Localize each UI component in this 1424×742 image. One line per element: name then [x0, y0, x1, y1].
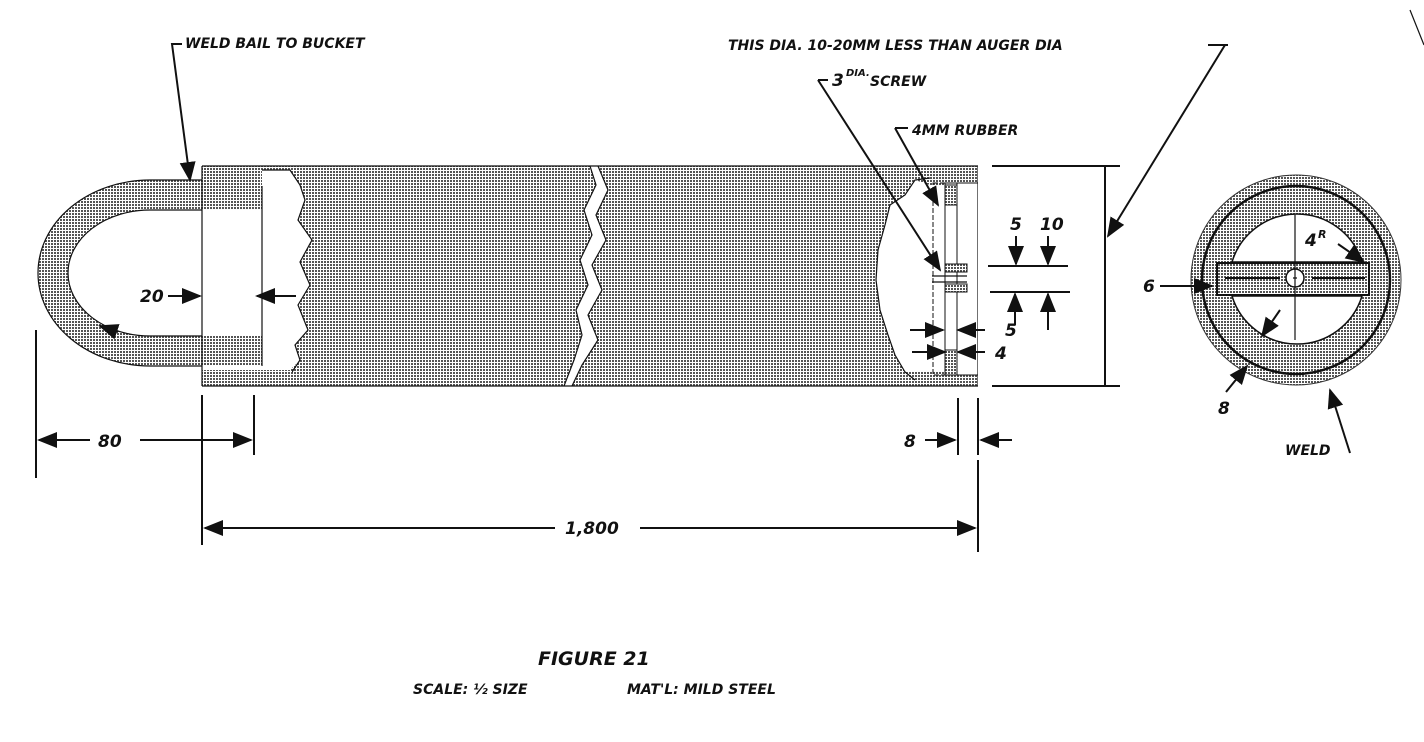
- dim-20: 20: [140, 287, 164, 307]
- screw-dia-label: DIA.: [846, 68, 870, 79]
- dim-5-top: 5: [1010, 215, 1022, 235]
- end-view: [1160, 9, 1424, 454]
- dim-4r-number: 4: [1304, 231, 1317, 251]
- dim-1800: 1,800: [565, 519, 619, 539]
- screw-number: 3: [832, 71, 844, 91]
- dim-4r-radius: R: [1318, 228, 1326, 241]
- bail-handle: [37, 179, 262, 367]
- dim-8-end: 8: [1218, 399, 1230, 419]
- weld-bail-label: WELD BAIL TO BUCKET: [185, 36, 366, 52]
- dim-10-top: 10: [1040, 215, 1064, 235]
- scale-label: SCALE: ½ SIZE: [413, 682, 528, 698]
- dim-5-side: 5: [1005, 321, 1017, 341]
- diameter-note: THIS DIA. 10-20MM LESS THAN AUGER DIA: [728, 38, 1063, 54]
- rubber-label: 4MM RUBBER: [911, 123, 1018, 139]
- weld-label: WELD: [1285, 443, 1331, 459]
- material-label: MAT'L: MILD STEEL: [627, 682, 776, 698]
- figure-title: FIGURE 21: [538, 648, 650, 670]
- dim-6-end: 6: [1143, 277, 1155, 297]
- dim-80: 80: [98, 432, 122, 452]
- dim-8-side: 8: [904, 432, 916, 452]
- dim-4-side: 4: [994, 344, 1007, 364]
- bucket-body: [201, 165, 990, 387]
- screw-label: SCREW: [870, 74, 927, 90]
